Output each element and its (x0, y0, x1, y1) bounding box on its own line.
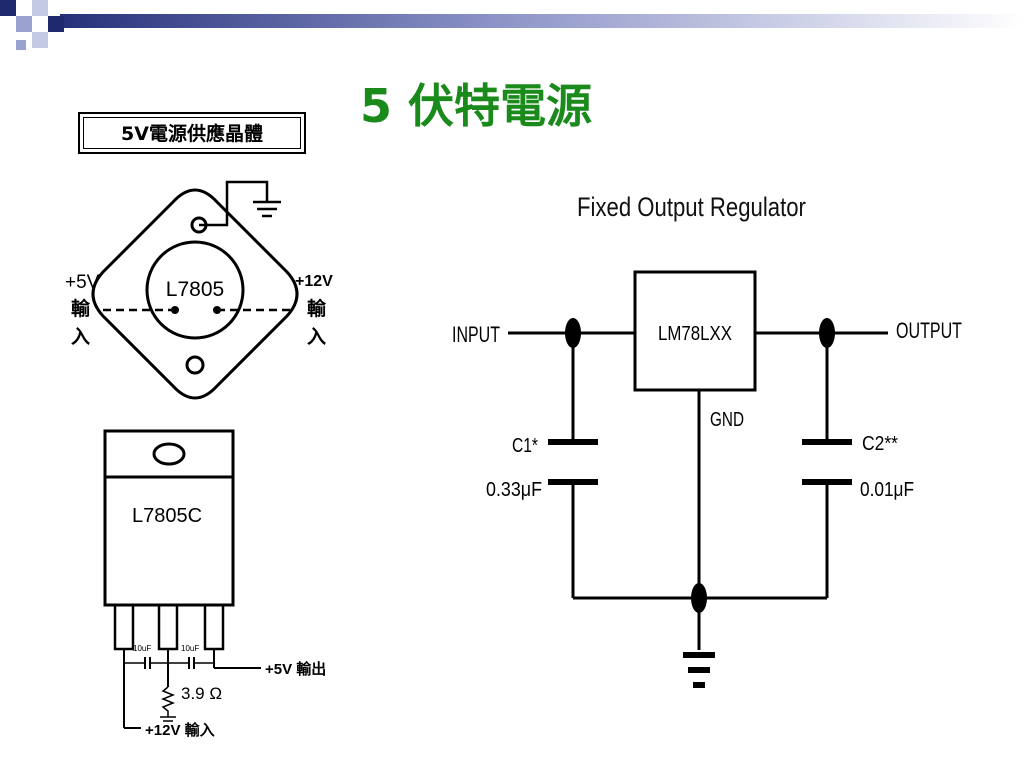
to220-output-label: +5V 輸出 (265, 660, 326, 678)
c2-value: 0.01μF (860, 479, 914, 501)
header-decoration (0, 0, 1024, 50)
chip-label: LM78LXX (658, 323, 732, 345)
to3-left-voltage: +5V (65, 272, 100, 293)
output-label: OUTPUT (896, 318, 962, 343)
to220-cap-right: 10uF (181, 644, 199, 653)
regulator-schematic: INPUT OUTPUT LM78LXX GND C1* 0.33μF C2**… (452, 270, 962, 688)
to3-right-label-1: 輸 (307, 297, 327, 320)
to3-left-label-2: 入 (71, 326, 90, 348)
slide-title: 5 伏特電源 (360, 79, 593, 133)
package-label: 5V電源供應晶體 (83, 117, 301, 149)
to3-part-label: L7805 (166, 278, 224, 301)
c1-value: 0.33μF (486, 479, 542, 501)
regulator-title: Fixed Output Regulator (577, 192, 806, 222)
to3-left-label-1: 輸 (71, 297, 91, 320)
to3-package-diagram: L7805 +5V 輸 入 +12V 輸 入 (65, 180, 333, 400)
c2-name: C2** (862, 433, 898, 455)
to3-right-label-2: 入 (307, 326, 326, 348)
to220-cap-left: 10uF (133, 644, 151, 653)
to220-package-diagram: L7805C 10uF 10uF 3.9 Ω +5V 輸出 +12V 輸入 (103, 429, 326, 739)
package-label-box: 5V電源供應晶體 (78, 112, 306, 154)
input-label: INPUT (452, 322, 500, 347)
to220-part-label: L7805C (132, 505, 202, 527)
to3-right-voltage: +12V (295, 273, 333, 290)
gnd-label: GND (710, 409, 744, 431)
to220-resistor: 3.9 Ω (181, 684, 222, 703)
to220-input-label: +12V 輸入 (145, 721, 215, 739)
c1-name: C1* (512, 435, 538, 457)
